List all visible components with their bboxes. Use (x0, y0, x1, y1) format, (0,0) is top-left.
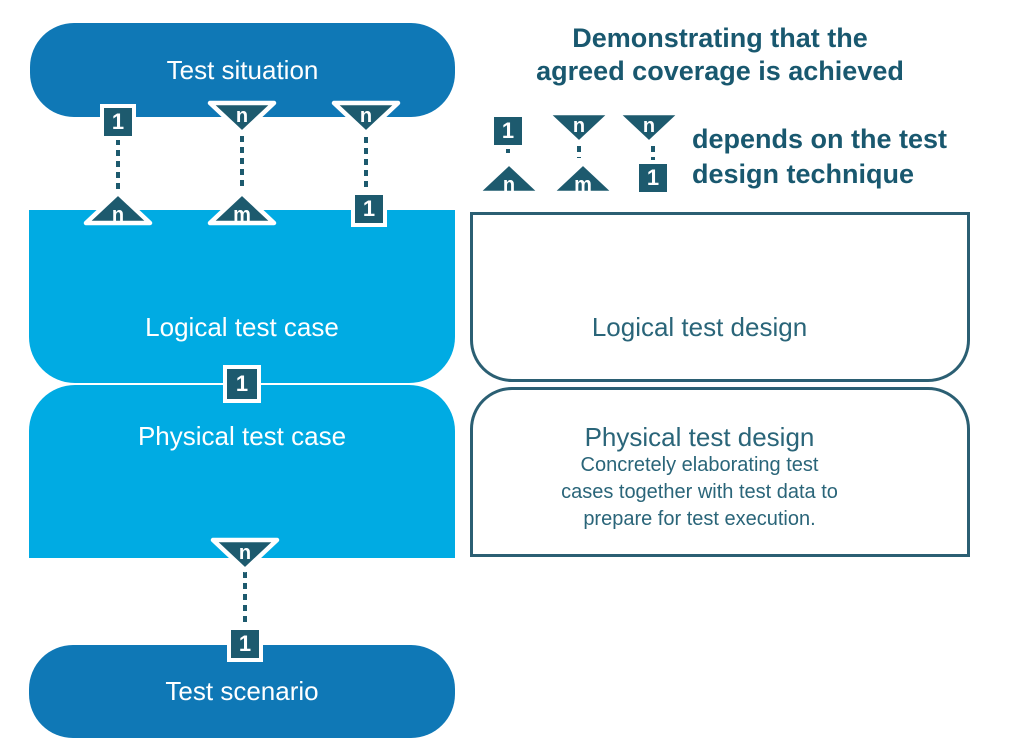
legend3-cardinality-triangle-down: n (614, 110, 684, 146)
conn2-triangle-top-label: n (236, 105, 248, 127)
conn3-cardinality-triangle-down: n (331, 100, 401, 136)
legend2-cardinality-triangle-up: m (548, 160, 618, 196)
physical-test-design-desc-line2: cases together with test data to (561, 481, 838, 503)
conn3-triangle-label: n (360, 105, 372, 127)
conn2-cardinality-triangle-up: m (207, 190, 277, 226)
coverage-title-line2: agreed coverage is achieved (536, 56, 904, 86)
test-scenario-box: Test scenario (29, 645, 455, 738)
legend1-cardinality-triangle-up: n (474, 160, 544, 196)
physical-test-design-desc-line1: Concretely elaborating test (580, 454, 819, 476)
legend2-triangle-bottom-label: m (574, 174, 592, 196)
physical-test-design-desc-line3: prepare for test execution. (583, 508, 816, 530)
legend2-cardinality-triangle-down: n (544, 110, 614, 146)
conn4-cardinality-triangle-down: n (210, 537, 280, 573)
legend1-cardinality-square: 1 (490, 113, 526, 149)
logical-test-design-label: Logical test design (591, 312, 808, 342)
legend2-triangle-top-label: n (573, 115, 585, 137)
conn2-cardinality-triangle-down: n (207, 100, 277, 136)
conn3-dashed-line (364, 137, 368, 191)
conn2-dashed-line (240, 136, 244, 191)
legend1-triangle-label: n (503, 174, 515, 196)
conn1-triangle-label: n (112, 204, 124, 226)
conn1-cardinality-triangle-up: n (83, 190, 153, 226)
test-situation-label: Test situation (166, 54, 319, 85)
legend-note: depends on the test design technique (692, 122, 992, 192)
conn1-dashed-line (116, 139, 120, 191)
legend-note-line1: depends on the test (692, 124, 948, 154)
legend1-dashed-line (506, 147, 510, 158)
case-link-cardinality-square: 1 (223, 365, 261, 403)
legend3-triangle-label: n (643, 115, 655, 137)
physical-test-case-box: Physical test case (29, 385, 455, 558)
logical-test-case-box: Logical test case (29, 210, 455, 383)
legend2-dashed-line (577, 146, 581, 158)
conn4-cardinality-square: 1 (227, 626, 263, 662)
legend3-dashed-line (651, 146, 655, 160)
conn1-cardinality-square: 1 (100, 104, 136, 140)
legend-note-line2: design technique (692, 159, 915, 189)
conn4-triangle-label: n (239, 542, 251, 564)
physical-test-case-label: Physical test case (137, 421, 347, 451)
physical-test-design-title: Physical test design (584, 422, 815, 452)
legend3-cardinality-square: 1 (635, 160, 671, 196)
conn4-dashed-line (243, 572, 247, 626)
conn2-triangle-bottom-label: m (233, 204, 251, 226)
physical-test-design-box: Physical test design Concretely elaborat… (470, 387, 970, 557)
coverage-title-line1: Demonstrating that the (572, 23, 868, 53)
logical-test-design-box: Logical test design (470, 212, 970, 382)
test-scenario-label: Test scenario (165, 676, 319, 706)
conn3-cardinality-square: 1 (351, 191, 387, 227)
coverage-title: Demonstrating that the agreed coverage i… (470, 22, 970, 88)
logical-test-case-label: Logical test case (145, 312, 339, 342)
